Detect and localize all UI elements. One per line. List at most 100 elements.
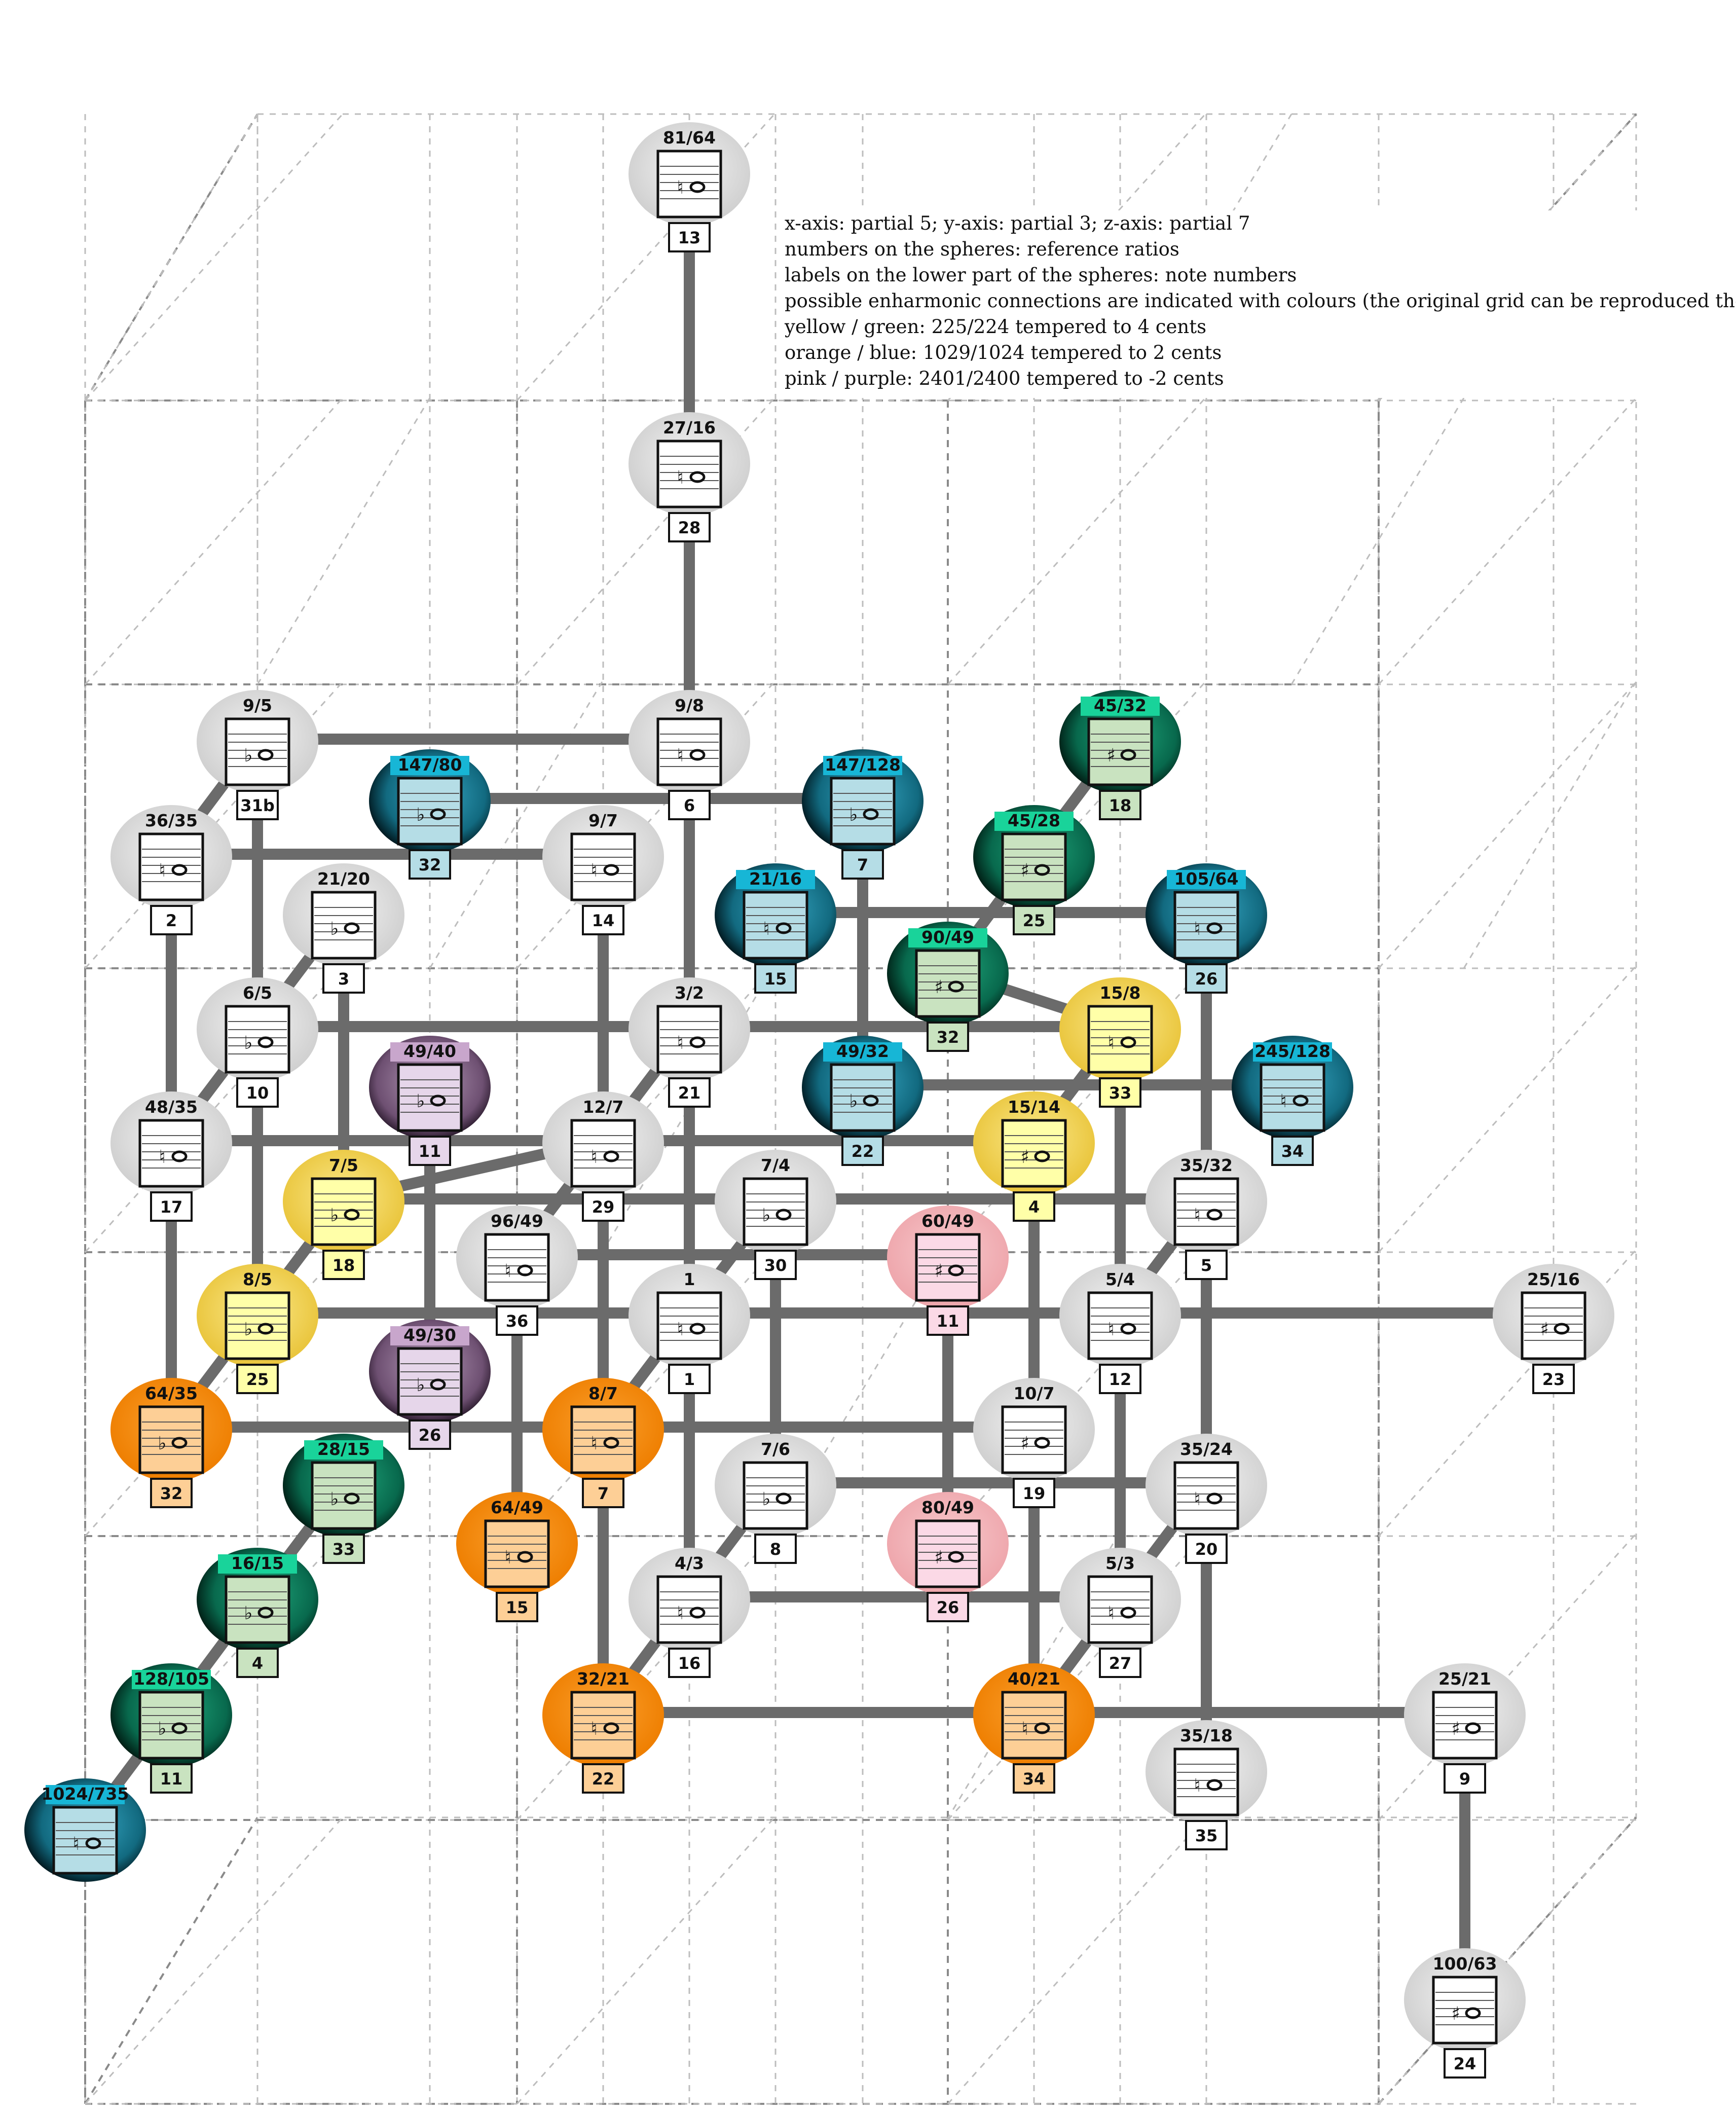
ratio-label: 27/16 xyxy=(663,418,716,438)
note-number: 15 xyxy=(506,1598,529,1617)
ratio-label: 15/8 xyxy=(1100,983,1141,1003)
note-number: 3 xyxy=(338,969,349,989)
note-number-box xyxy=(754,1534,797,1564)
whole-note-icon xyxy=(344,1209,360,1221)
note-number-box xyxy=(668,1364,711,1394)
note-number-box xyxy=(582,1763,624,1794)
staff-box xyxy=(225,1005,290,1074)
note-number-box xyxy=(927,1305,969,1336)
ratio-label-band xyxy=(823,756,902,775)
lattice-node: 147/80♭32 xyxy=(369,749,491,880)
lattice-node: 8/5♭25 xyxy=(197,1264,318,1394)
accidental-icon: ♭ xyxy=(762,1205,771,1226)
lattice-node: 28/15♭33 xyxy=(283,1434,404,1564)
whole-note-icon xyxy=(863,1095,879,1107)
legend-line-enharmonic: possible enharmonic connections are indi… xyxy=(785,290,1736,312)
note-number: 11 xyxy=(160,1769,183,1789)
note-number: 2 xyxy=(166,911,177,930)
ratio-label: 245/128 xyxy=(1254,1041,1331,1061)
accidental-icon: ♮ xyxy=(1194,919,1201,939)
staff-box xyxy=(656,440,722,508)
note-number: 13 xyxy=(678,228,701,247)
ratio-label: 48/35 xyxy=(145,1097,198,1117)
whole-note-icon xyxy=(171,1722,188,1734)
ratio-label-band xyxy=(304,1440,383,1460)
staff-box xyxy=(397,777,463,846)
lattice-node: 32/21♮22 xyxy=(542,1663,664,1794)
staff-box xyxy=(570,1405,636,1474)
accidental-icon: ♮ xyxy=(591,1433,598,1454)
note-number: 34 xyxy=(1281,1142,1304,1161)
note-number: 26 xyxy=(419,1426,441,1445)
note-number-box xyxy=(668,1648,711,1678)
ratio-label: 35/18 xyxy=(1180,1726,1233,1745)
whole-note-icon xyxy=(1465,2007,1481,2019)
lattice-node: 21/20 ♭ 3 xyxy=(283,863,404,994)
note-number: 26 xyxy=(1195,969,1218,989)
lattice-node: 49/40♭11 xyxy=(369,1036,491,1166)
whole-note-icon xyxy=(1034,864,1050,876)
staff-box xyxy=(1001,1405,1067,1474)
ratio-label-band xyxy=(1081,697,1160,716)
note-number: 18 xyxy=(333,1256,355,1275)
lattice-node: 12/7♮29 xyxy=(542,1091,664,1222)
note-number-box xyxy=(1444,1763,1486,1794)
legend-line-pink-purple: pink / purple: 2401/2400 tempered to -2 … xyxy=(785,368,1224,389)
ratio-label: 25/16 xyxy=(1527,1269,1580,1289)
staff-box xyxy=(1173,1177,1239,1246)
note-number: 25 xyxy=(1023,911,1046,930)
note-number: 11 xyxy=(419,1142,441,1161)
accidental-icon: ♭ xyxy=(244,745,253,766)
ratio-label-band xyxy=(132,1670,211,1689)
ratio-label: 21/20 xyxy=(317,869,370,889)
lattice-node: 8/7♮7 xyxy=(542,1378,664,1508)
whole-note-icon xyxy=(775,1209,792,1221)
ratio-label-band xyxy=(390,1042,469,1062)
whole-note-icon xyxy=(1120,749,1136,761)
note-number: 1 xyxy=(684,1370,695,1389)
ratio-label: 9/7 xyxy=(588,811,618,830)
accidental-icon: ♮ xyxy=(1194,1775,1201,1796)
legend-line-yellow-green: yellow / green: 225/224 tempered to 4 ce… xyxy=(785,316,1207,338)
accidental-icon: ♮ xyxy=(591,860,598,881)
note-number: 7 xyxy=(857,855,868,874)
note-number: 32 xyxy=(937,1028,959,1047)
accidental-icon: ♯ xyxy=(1540,1319,1548,1340)
whole-note-icon xyxy=(863,808,879,820)
whole-note-icon xyxy=(1206,1779,1223,1791)
lattice-node: 25/16♯23 xyxy=(1493,1264,1614,1394)
staff-box xyxy=(830,1063,896,1132)
accidental-icon: ♯ xyxy=(1020,860,1029,881)
accidental-icon: ♯ xyxy=(1020,1433,1029,1454)
accidental-icon: ♭ xyxy=(330,919,339,939)
staff-box xyxy=(138,832,204,901)
staff-box xyxy=(1432,1691,1498,1760)
ratio-label: 60/49 xyxy=(921,1211,974,1231)
lattice-node: 64/35♭32 xyxy=(110,1378,232,1508)
note-number: 14 xyxy=(592,911,615,930)
whole-note-icon xyxy=(1120,1607,1136,1619)
ratio-label: 1024/735 xyxy=(42,1784,129,1804)
lattice-node: 10/7♯19 xyxy=(973,1378,1095,1508)
lattice-node: 5/3♮27 xyxy=(1059,1548,1181,1678)
note-number: 16 xyxy=(678,1654,701,1673)
staff-box xyxy=(397,1063,463,1132)
lattice-node: 35/18♮35 xyxy=(1146,1720,1267,1850)
note-number: 20 xyxy=(1195,1540,1218,1559)
note-number-box xyxy=(668,222,711,252)
accidental-icon: ♮ xyxy=(591,1719,598,1739)
accidental-icon: ♭ xyxy=(762,1489,771,1510)
lattice-node: 105/64♮26 xyxy=(1146,863,1267,994)
ratio-label: 100/63 xyxy=(1433,1954,1497,1974)
note-number-box xyxy=(754,1250,797,1280)
ratio-label: 9/8 xyxy=(675,696,704,715)
whole-note-icon xyxy=(171,1150,188,1162)
note-number: 24 xyxy=(1454,2054,1476,2073)
note-number-box xyxy=(236,790,279,820)
whole-note-icon xyxy=(1292,1095,1309,1107)
ratio-label: 21/16 xyxy=(749,869,802,889)
staff-box xyxy=(570,1691,636,1760)
accidental-icon: ♮ xyxy=(1194,1205,1201,1226)
whole-note-icon xyxy=(430,808,446,820)
whole-note-icon xyxy=(1465,1722,1481,1734)
